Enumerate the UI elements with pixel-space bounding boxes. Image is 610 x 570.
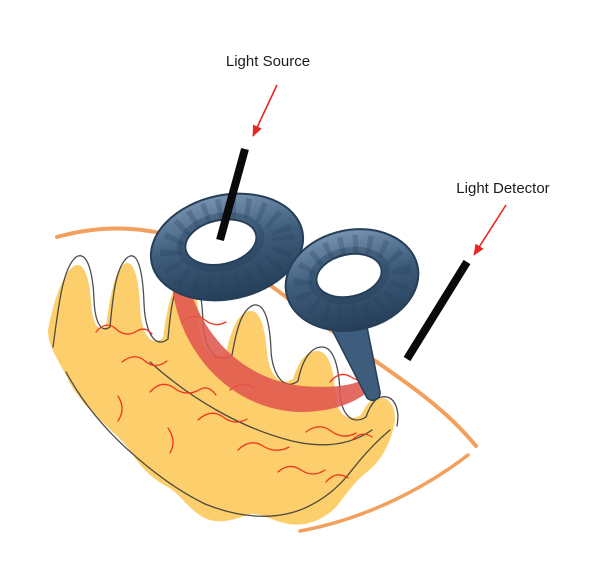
capillary-vessel (121, 356, 168, 367)
detector-arrow (473, 204, 507, 256)
capillaries (95, 315, 374, 483)
photon-path-arc (172, 282, 376, 412)
detector-ring-hole-shadow (308, 246, 390, 305)
source-ring-ribs (160, 197, 294, 297)
capillary-vessel (305, 426, 357, 437)
capillary-vessel (149, 383, 217, 396)
light-detector-label: Light Detector (456, 180, 549, 197)
fold-line (65, 371, 206, 505)
source-ring-hole-shadow (177, 212, 265, 272)
capillary-vessel (197, 412, 248, 423)
skin-surface-line-lower (298, 453, 470, 533)
capillary-vessel (167, 427, 174, 454)
capillary-vessel (117, 395, 123, 422)
detector-ring-ribs (293, 234, 411, 326)
fold-line (297, 346, 367, 421)
fold-line (149, 361, 373, 446)
source-ring-hole (184, 218, 258, 266)
detector-ring-hole (315, 252, 383, 299)
capillary-vessel (237, 442, 290, 451)
fold-line (204, 469, 353, 517)
source-optode-ring (149, 192, 305, 302)
capillary-vessel (277, 465, 326, 475)
detector-optode-ring (284, 228, 420, 332)
fold-line (231, 304, 299, 385)
capillary-vessel (95, 324, 153, 335)
capillary-vessel (325, 474, 349, 483)
light-detector-probe (403, 259, 471, 362)
light-source-label: Light Source (226, 53, 310, 70)
fold-line (365, 396, 399, 427)
fold-line (109, 255, 169, 343)
capillary-vessel (351, 433, 373, 441)
tissue-region (48, 263, 395, 525)
fold-line (351, 429, 391, 471)
fold-line (52, 255, 111, 348)
source-arrow (252, 84, 278, 137)
light-source-probe (216, 147, 249, 242)
